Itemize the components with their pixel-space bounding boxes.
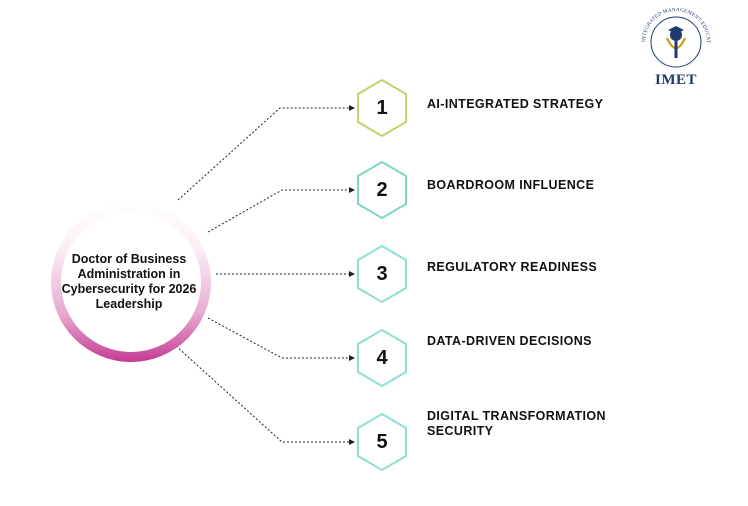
connector-1	[177, 105, 355, 201]
hexagon-1-shape	[357, 78, 407, 138]
logo-ring-text: INTEGRATED MANAGEMENT EDUCATIONAL TECHNO…	[629, 4, 711, 44]
hexagon-4: 4	[356, 328, 408, 388]
connector-4	[207, 317, 355, 361]
connector-2	[207, 187, 355, 233]
imet-emblem-icon: INTEGRATED MANAGEMENT EDUCATIONAL TECHNO…	[629, 4, 711, 68]
hexagon-1-number: 1	[376, 96, 388, 119]
center-title: Doctor of Business Administration in Cyb…	[61, 252, 197, 311]
hexagon-2: 2	[356, 160, 408, 220]
hexagon-5-number: 5	[376, 430, 388, 453]
item-5-label: DIGITAL TRANSFORMATION SECURITY	[427, 409, 606, 438]
hexagon-2-number: 2	[376, 178, 388, 201]
svg-text:INTEGRATED MANAGEMENT EDUCATIO: INTEGRATED MANAGEMENT EDUCATIONAL TECHNO…	[631, 8, 711, 44]
center-circle-inner: Doctor of Business Administration in Cyb…	[61, 212, 201, 352]
item-3-label: REGULATORY READINESS	[427, 260, 598, 274]
hexagon-1: 1	[356, 78, 408, 138]
hexagon-3-number: 3	[376, 262, 388, 285]
connector-5	[175, 345, 355, 445]
hexagon-4-number: 4	[376, 346, 388, 369]
logo-wordmark: IMET	[654, 72, 697, 88]
hexagon-3: 3	[356, 244, 408, 304]
imet-logo: INTEGRATED MANAGEMENT EDUCATIONAL TECHNO…	[629, 4, 721, 92]
item-2-label: BOARDROOM INFLUENCE	[427, 178, 595, 192]
center-circle: Doctor of Business Administration in Cyb…	[51, 202, 211, 362]
hexagon-5: 5	[356, 412, 408, 472]
hexagon-2-shape	[357, 160, 407, 220]
item-4-label: DATA-DRIVEN DECISIONS	[427, 334, 592, 348]
hexagon-3-shape	[357, 244, 407, 304]
item-1-label: AI-INTEGRATED STRATEGY	[427, 97, 604, 111]
hexagon-4-shape	[357, 328, 407, 388]
hexagon-5-shape	[357, 412, 407, 472]
